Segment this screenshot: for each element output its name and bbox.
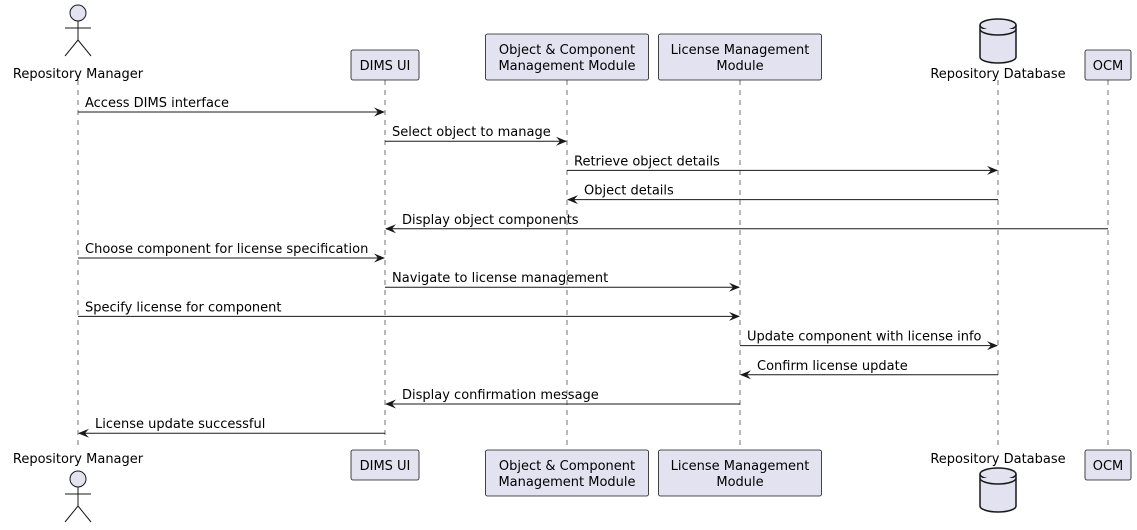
participant-ui-top: DIMS UI: [350, 49, 420, 81]
participant-label: OCM: [1093, 459, 1124, 474]
message-arrowhead: [567, 195, 578, 205]
message-3: Retrieve object details: [567, 154, 998, 175]
message-arrowhead: [374, 107, 385, 117]
message-12: License update successful: [78, 417, 385, 438]
message-label: Retrieve object details: [574, 154, 720, 169]
message-10: Confirm license update: [740, 359, 998, 380]
message-arrowhead: [729, 311, 740, 321]
participant-ocm-top: OCM: [1084, 49, 1132, 81]
message-arrowhead: [740, 370, 751, 380]
message-5: Display object components: [385, 213, 1108, 234]
participant-label: Repository Manager: [13, 452, 144, 467]
message-label: Access DIMS interface: [85, 96, 229, 111]
message-label: Navigate to license management: [392, 271, 608, 286]
participant-box: [658, 449, 822, 497]
participant-box: [485, 33, 649, 81]
participant-ocm-bottom: OCM: [1084, 449, 1132, 481]
message-arrowhead: [78, 428, 89, 438]
message-arrowhead: [385, 399, 396, 409]
message-arrowhead: [987, 165, 998, 175]
participant-label: Object & Component: [499, 43, 635, 58]
participant-label: Management Module: [498, 59, 635, 74]
message-arrowhead: [987, 341, 998, 351]
participant-box: [1084, 49, 1132, 81]
participant-box: [350, 49, 420, 81]
message-label: Display object components: [402, 213, 579, 228]
participant-label: License Management: [671, 459, 810, 474]
participant-label: Repository Database: [930, 452, 1065, 467]
participant-box: [658, 33, 822, 81]
participant-label: License Management: [671, 43, 810, 58]
participant-label: Object & Component: [499, 459, 635, 474]
message-6: Choose component for license specificati…: [78, 242, 385, 263]
message-2: Select object to manage: [385, 125, 567, 146]
message-8: Specify license for component: [78, 300, 740, 321]
participant-box: [350, 449, 420, 481]
participant-label: OCM: [1093, 59, 1124, 74]
participant-label: DIMS UI: [360, 59, 411, 74]
participant-rm-bottom: Repository Manager: [13, 452, 144, 523]
participant-box: [485, 449, 649, 497]
message-4: Object details: [567, 184, 998, 205]
message-label: Update component with license info: [747, 330, 982, 345]
participant-ui-bottom: DIMS UI: [350, 449, 420, 481]
message-11: Display confirmation message: [385, 388, 740, 409]
participant-db-top: Repository Database: [930, 18, 1066, 82]
participant-label: Module: [716, 59, 763, 74]
message-label: Confirm license update: [757, 359, 908, 374]
message-label: Display confirmation message: [402, 388, 599, 403]
participant-label: Repository Database: [930, 67, 1065, 82]
participant-label: Repository Manager: [13, 67, 144, 82]
message-arrowhead: [556, 136, 567, 146]
message-9: Update component with license info: [740, 330, 998, 351]
message-label: Select object to manage: [392, 125, 551, 140]
message-1: Access DIMS interface: [78, 96, 385, 117]
message-label: Object details: [584, 184, 674, 199]
message-label: License update successful: [95, 417, 265, 432]
participant-label: DIMS UI: [360, 459, 411, 474]
participant-label: Module: [716, 475, 763, 490]
participant-box: [1084, 449, 1132, 481]
message-arrowhead: [374, 253, 385, 263]
message-7: Navigate to license management: [385, 271, 740, 292]
message-arrowhead: [729, 282, 740, 292]
participant-db-bottom: Repository Database: [930, 452, 1066, 513]
message-arrowhead: [385, 224, 396, 234]
participant-rm-top: Repository Manager: [13, 4, 144, 82]
message-label: Choose component for license specificati…: [85, 242, 368, 257]
message-label: Specify license for component: [85, 300, 282, 315]
participant-label: Management Module: [498, 475, 635, 490]
